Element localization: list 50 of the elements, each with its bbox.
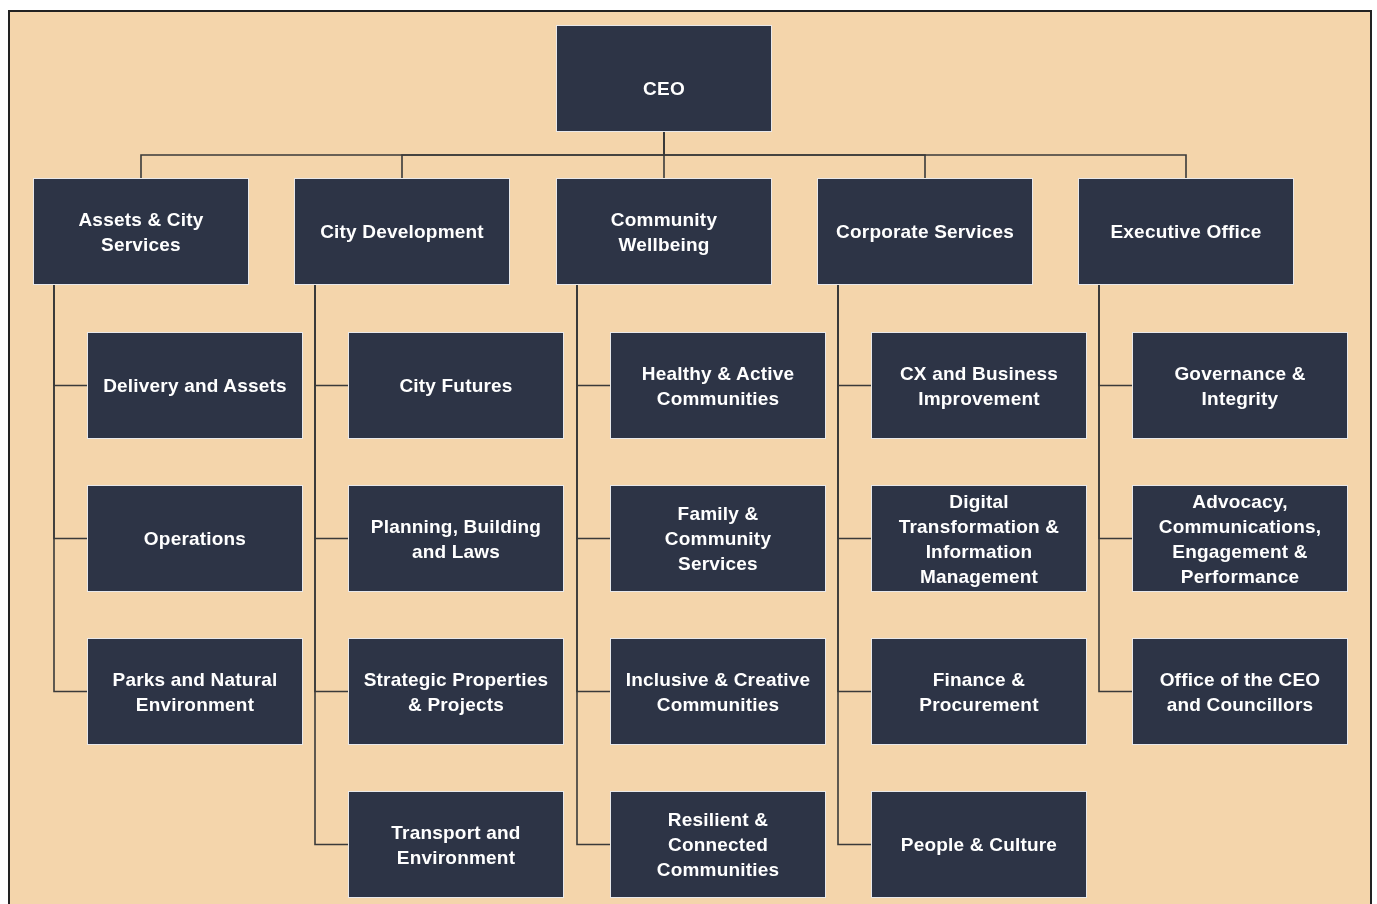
org-unit-box <box>348 485 564 592</box>
unit-name: Planning, Building and Laws <box>369 514 543 564</box>
unit-name: Resilient & Connected Communities <box>655 808 781 882</box>
org-unit-box <box>1132 332 1348 439</box>
org-unit-box <box>87 485 303 592</box>
unit-name: CX and Business Improvement <box>898 361 1060 411</box>
connector-line <box>1098 284 1133 693</box>
unit-name: Inclusive & Creative Communities <box>625 667 811 717</box>
org-unit-box <box>817 178 1033 285</box>
org-unit-box <box>348 791 564 898</box>
org-unit-box <box>556 178 772 285</box>
org-unit-box <box>1078 178 1294 285</box>
unit-name: Healthy & Active Communities <box>640 361 796 411</box>
unit-name: Office of the CEO and Councillors <box>1158 667 1322 717</box>
org-unit-box <box>87 638 303 745</box>
org-unit-box <box>871 791 1087 898</box>
unit-name: Delivery and Assets <box>103 374 287 398</box>
unit-name: City Development <box>320 220 484 244</box>
org-unit-box <box>871 332 1087 439</box>
unit-name: Finance & Procurement <box>918 667 1040 717</box>
org-unit-box <box>871 638 1087 745</box>
unit-name: Transport and Environment <box>390 820 522 870</box>
org-unit-box <box>556 25 772 132</box>
org-unit-box <box>871 485 1087 592</box>
org-unit-box <box>610 332 826 439</box>
org-unit-box <box>33 178 249 285</box>
org-unit-box <box>87 332 303 439</box>
unit-name: Advocacy, Communications, Engagement & Performance <box>1157 489 1323 589</box>
unit-name: People & Culture <box>900 833 1058 857</box>
unit-name: CEO <box>643 77 685 101</box>
unit-name: City Futures <box>399 374 513 398</box>
unit-name: Governance & Integrity <box>1173 361 1307 411</box>
org-unit-box <box>348 332 564 439</box>
unit-name: Corporate Services <box>836 220 1014 244</box>
org-unit-box <box>610 638 826 745</box>
org-unit-box <box>1132 485 1348 592</box>
unit-name: Strategic Properties & Projects <box>363 667 549 717</box>
org-unit-box <box>294 178 510 285</box>
unit-name: Community Wellbeing <box>609 207 719 257</box>
unit-name: Digital Transformation & Information Management <box>897 489 1061 589</box>
org-unit-box <box>610 791 826 898</box>
org-unit-box <box>1132 638 1348 745</box>
unit-name: Executive Office <box>1110 220 1262 244</box>
unit-name: Operations <box>143 527 247 551</box>
unit-name: Parks and Natural Environment <box>111 667 279 717</box>
org-unit-box <box>348 638 564 745</box>
unit-name: Assets & City Services <box>77 207 205 257</box>
connector-line <box>53 284 88 693</box>
unit-name: Family & Community Services <box>663 502 773 576</box>
org-unit-box <box>610 485 826 592</box>
